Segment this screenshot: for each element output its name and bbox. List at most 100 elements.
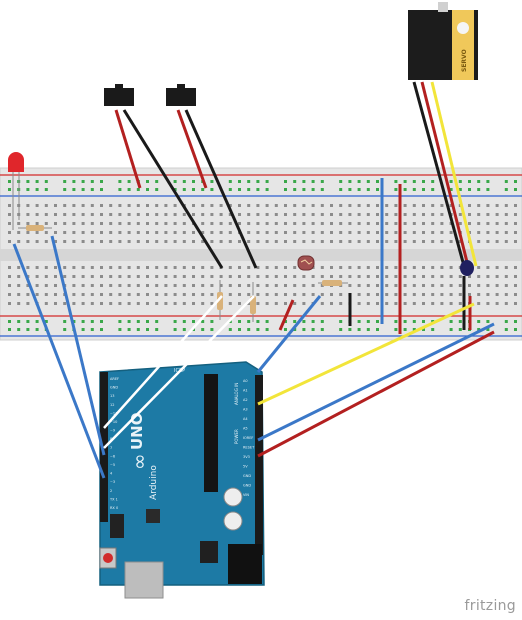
breadboard-hole [385,204,389,207]
breadboard-hole [228,231,232,234]
breadboard-hole [293,213,297,216]
breadboard-hole [81,320,85,323]
breadboard-hole [385,293,389,296]
breadboard-hole [201,240,205,243]
breadboard-hole [238,266,241,269]
breadboard-hole [449,188,453,191]
breadboard-hole [284,231,287,234]
breadboard-hole [366,213,370,216]
breadboard-hole [247,180,251,183]
breadboard-hole [495,213,499,216]
breadboard-hole [44,302,48,305]
breadboard-hole [238,240,241,243]
breadboard-hole [155,266,159,269]
breadboard-hole [468,188,471,191]
breadboard-hole [357,213,361,216]
breadboard-hole [495,302,499,305]
breadboard-hole [514,204,517,207]
breadboard-hole [357,188,361,191]
breadboard-hole [228,302,232,305]
breadboard-hole [302,328,306,331]
breadboard-hole [403,328,407,331]
breadboard-hole [26,266,30,269]
servo-motor: SERVO [408,2,478,80]
breadboard-hole [504,328,508,331]
breadboard-hole [376,328,379,331]
led-dome [8,152,24,172]
breadboard-hole [412,240,416,243]
breadboard-hole [210,284,214,287]
breadboard-hole [265,188,269,191]
breadboard-hole [136,275,140,278]
breadboard-hole [265,266,269,269]
breadboard-hole [366,180,370,183]
digital-pin-label: ~11 [110,411,117,415]
breadboard-hole [486,266,490,269]
breadboard-hole [403,213,407,216]
breadboard-hole [72,240,76,243]
breadboard-hole [293,284,297,287]
digital-pin-label: GND [110,386,118,390]
breadboard-hole [284,328,287,331]
breadboard-hole [8,213,11,216]
breadboard-hole [504,266,508,269]
breadboard-hole [118,231,122,234]
breadboard-hole [118,328,122,331]
breadboard-hole [311,188,315,191]
breadboard-hole [486,213,490,216]
breadboard-hole [100,240,103,243]
breadboard-hole [72,222,76,225]
header-pin-label: RESET [243,446,255,450]
breadboard-hole [412,320,416,323]
breadboard-hole [17,240,21,243]
breadboard-hole [284,302,287,305]
breadboard-hole [458,240,462,243]
breadboard-hole [210,328,214,331]
breadboard-hole [293,293,297,296]
breadboard-hole [182,302,186,305]
breadboard-hole [394,188,398,191]
breadboard-hole [118,320,122,323]
wire-led-resistor-blue [50,235,106,456]
breadboard-hole [146,213,149,216]
switch-left[interactable] [104,84,134,106]
switch-right[interactable] [166,84,196,106]
breadboard-hole [81,180,85,183]
breadboard-hole [486,275,490,278]
breadboard-hole [311,180,315,183]
breadboard-hole [210,188,214,191]
breadboard-hole [265,222,269,225]
reset-button-cap[interactable] [103,553,113,563]
breadboard-hole [385,302,389,305]
breadboard-hole [330,204,333,207]
breadboard-hole [486,302,490,305]
breadboard-hole [302,275,306,278]
breadboard-hole [238,320,241,323]
breadboard-hole [44,188,48,191]
breadboard-hole [256,240,260,243]
breadboard-hole [118,240,122,243]
breadboard-hole [339,231,343,234]
servo-connector [460,260,474,276]
breadboard-hole [81,222,85,225]
breadboard-hole [228,222,232,225]
breadboard-hole [330,222,333,225]
breadboard-hole [394,275,398,278]
breadboard-hole [247,188,251,191]
breadboard-hole [17,275,21,278]
breadboard-hole [256,275,260,278]
breadboard-hole [412,275,416,278]
breadboard-hole [210,180,214,183]
breadboard-hole [394,180,398,183]
breadboard-hole [477,188,481,191]
breadboard-hole [100,204,103,207]
breadboard-hole [136,188,140,191]
breadboard-hole [238,188,241,191]
breadboard-hole [26,293,30,296]
breadboard-hole [431,231,435,234]
breadboard-hole [293,188,297,191]
breadboard-hole [311,275,315,278]
breadboard-hole [109,293,113,296]
wire-led-blue [12,243,106,479]
breadboard-hole [164,240,168,243]
